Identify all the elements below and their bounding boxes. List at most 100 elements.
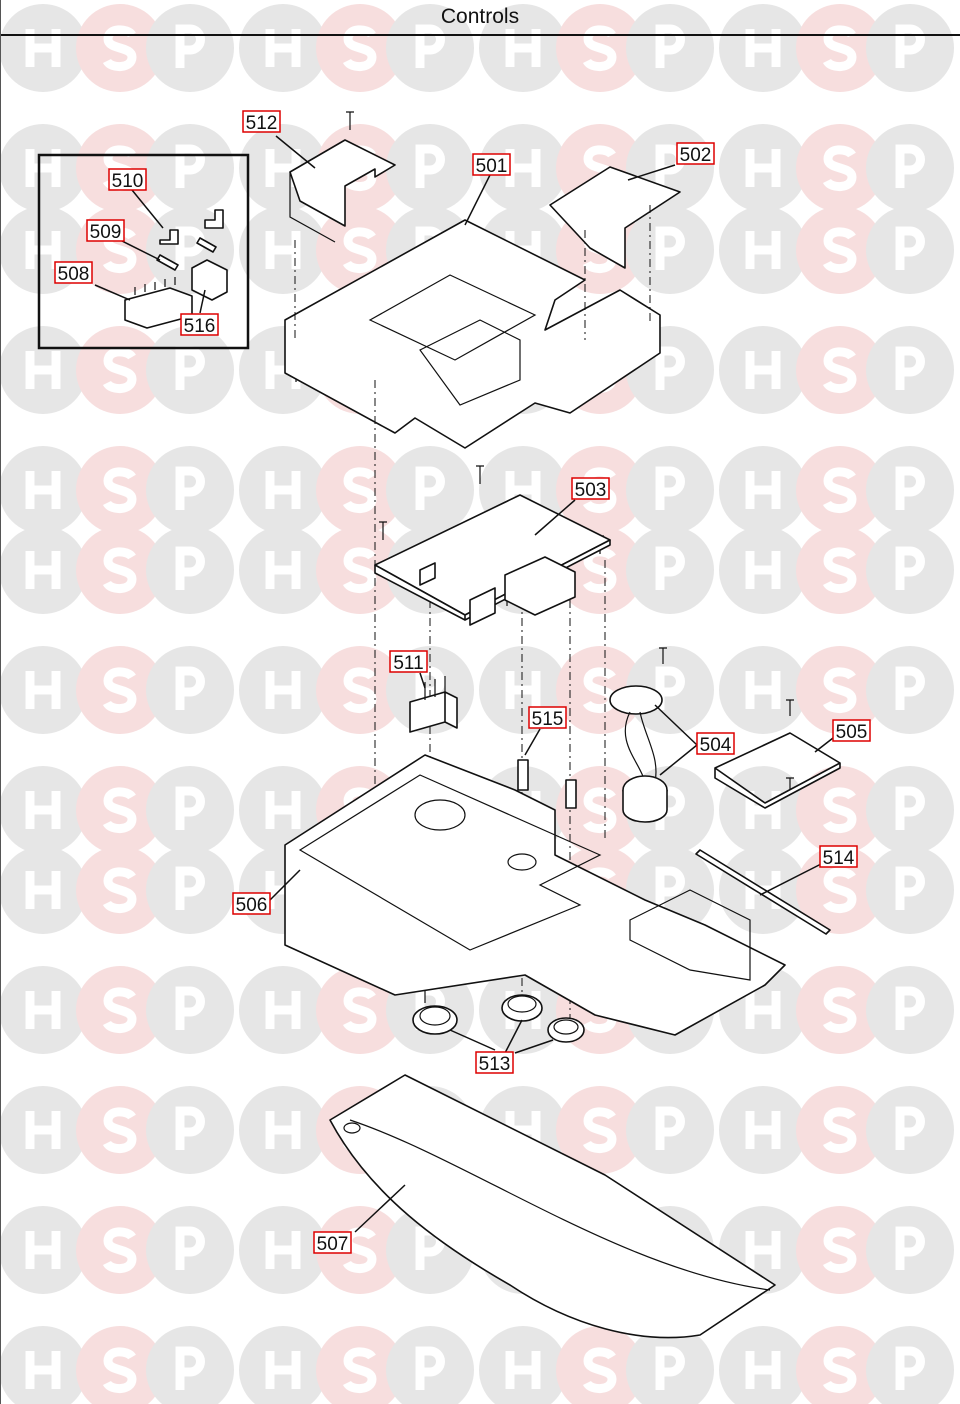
watermark-glyph [655,546,685,590]
label-box [571,477,610,500]
label-text: 512 [246,113,278,134]
watermark-h-circle [719,1326,807,1404]
watermark-h-circle [719,446,807,534]
watermark-glyph [505,1351,541,1389]
watermark-h-circle [0,4,87,92]
leader-line [94,284,131,301]
watermark-p-circle [146,326,234,414]
watermark-p-circle [866,846,954,934]
watermark-glyph [415,144,445,188]
watermark-glyph [745,351,781,389]
watermark-glyph [175,546,205,590]
part-label-503[interactable]: 503 [534,477,610,536]
watermark-glyph [265,791,301,829]
watermark-glyph [895,786,925,830]
watermark-p-circle [626,206,714,294]
part-label-510[interactable]: 510 [108,168,164,229]
watermark-glyph [822,145,857,191]
part-label-508[interactable]: 508 [54,261,131,301]
part-label-514[interactable]: 514 [759,845,858,896]
watermark-s-circle [76,1206,164,1294]
part-label-512[interactable]: 512 [242,110,316,169]
knobs-drawing [412,994,585,1043]
watermark-glyph [102,25,137,71]
leader-line [524,728,541,756]
label-text: 501 [476,156,508,177]
parts-drawing [37,111,841,1339]
watermark-glyph [895,346,925,390]
watermark-h-circle [719,326,807,414]
watermark-p-circle [866,124,954,212]
watermark-p-circle [146,526,234,614]
watermark-glyph [175,144,205,188]
watermark-glyph [342,25,377,71]
part-label-505[interactable]: 505 [814,719,871,753]
watermark-glyph [895,466,925,510]
label-text: 510 [112,171,144,192]
watermark-s-circle [796,966,884,1054]
watermark-glyph [102,347,137,393]
watermark-glyph [745,991,781,1029]
watermark-p-circle [866,766,954,854]
watermark-glyph [582,1107,617,1153]
label-text: 502 [680,145,712,166]
watermark-glyph [582,25,617,71]
watermark-s-circle [796,4,884,92]
part-label-515[interactable]: 515 [524,706,567,756]
watermark-p-circle [866,646,954,734]
watermark-glyph [25,1111,61,1149]
watermark-s-circle [796,646,884,734]
watermark-p-circle [386,1326,474,1404]
part-label-516[interactable]: 516 [180,289,219,337]
watermark-h-circle [0,446,87,534]
watermark-p-circle [146,766,234,854]
watermark-h-circle [719,526,807,614]
watermark-glyph [175,866,205,910]
label-box [108,168,147,191]
watermark-glyph [582,547,617,593]
watermark-glyph [822,25,857,71]
watermark-glyph [745,671,781,709]
watermark-glyph [25,671,61,709]
watermark-glyph [822,867,857,913]
watermark-glyph [265,991,301,1029]
watermark-glyph [582,667,617,713]
watermark-glyph [25,1351,61,1389]
part-label-513[interactable]: 513 [449,1019,554,1075]
watermark-h-circle [719,206,807,294]
part-label-506[interactable]: 506 [232,869,301,916]
label-text: 513 [479,1054,511,1075]
watermark-glyph [415,1346,445,1390]
watermark-s-circle [316,526,404,614]
watermark-glyph [25,1231,61,1269]
watermark-h-circle [0,846,87,934]
part-label-507[interactable]: 507 [313,1184,406,1255]
watermark-glyph [25,991,61,1029]
part-label-502[interactable]: 502 [627,142,715,181]
cover-502-drawing [549,166,681,269]
watermark-glyph [895,1346,925,1390]
part-label-511[interactable]: 511 [389,650,428,689]
watermark-s-circle [76,1326,164,1404]
watermark-h-circle [239,966,327,1054]
leader-line [199,289,206,314]
watermark-glyph [342,1347,377,1393]
leader-line [449,1029,496,1051]
watermark-glyph [822,1107,857,1153]
watermark-p-circle [626,526,714,614]
watermark-s-circle [796,446,884,534]
part-label-501[interactable]: 501 [464,153,511,226]
watermark-glyph [505,671,541,709]
watermark-s-circle [316,1326,404,1404]
label-text: 505 [836,722,868,743]
control-box-cover-drawing [284,219,661,449]
watermark-glyph [745,1111,781,1149]
watermark-glyph [655,346,685,390]
part-label-509[interactable]: 509 [86,219,161,261]
part-label-504[interactable]: 504 [654,704,735,776]
watermark-p-circle [866,526,954,614]
watermark-p-circle [146,1206,234,1294]
leader-line [419,672,426,689]
fuse-holder-drawing [191,259,228,301]
